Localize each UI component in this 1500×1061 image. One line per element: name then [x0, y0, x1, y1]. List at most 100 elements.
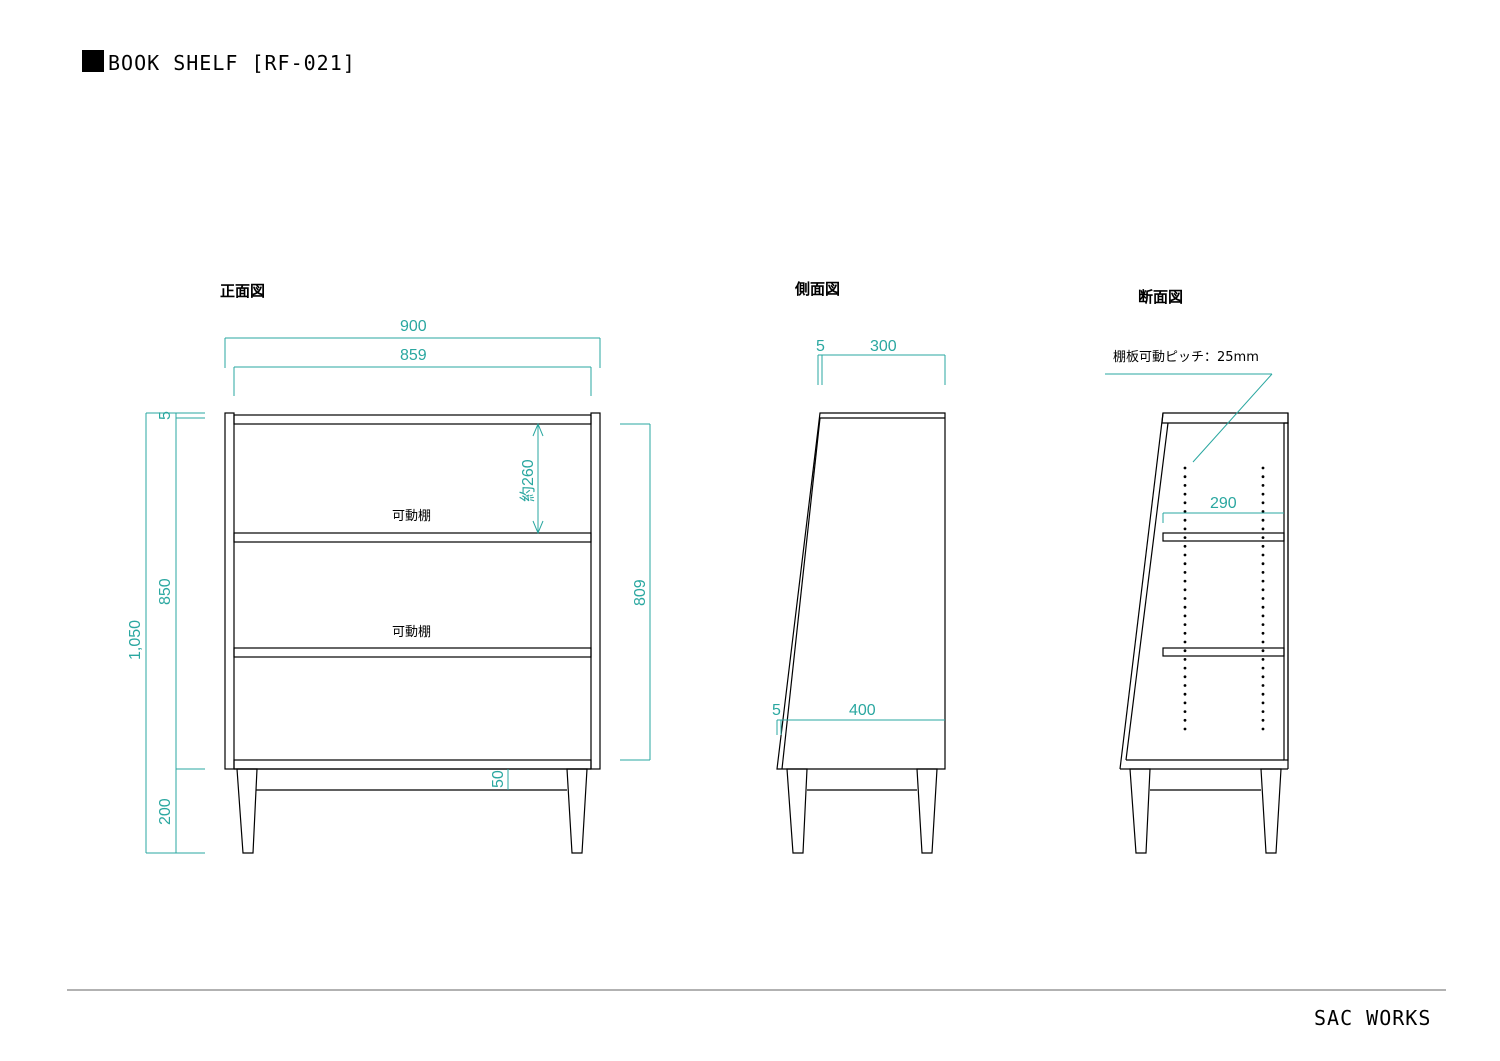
side-body	[776, 412, 946, 770]
pin-hole	[1183, 484, 1187, 487]
front-left-leg	[236, 768, 258, 854]
front-view: 可動棚 可動棚	[224, 412, 601, 854]
front-right-side-panel	[590, 412, 601, 770]
pin-hole	[1183, 605, 1187, 609]
pin-hole	[1261, 579, 1265, 583]
section-back-leg	[1260, 768, 1282, 854]
shelf-2-label: 可動棚	[392, 625, 431, 640]
pin-hole	[1261, 484, 1265, 487]
front-shelf-1	[233, 532, 592, 543]
pin-hole	[1261, 614, 1265, 618]
pin-hole	[1261, 475, 1265, 479]
dim-leg-height: 200	[157, 798, 174, 825]
pin-hole	[1261, 701, 1265, 705]
pin-hole	[1261, 658, 1265, 661]
pin-hole	[1261, 649, 1265, 653]
pin-hole	[1261, 727, 1265, 731]
dim-side-bottom-offset: 5	[772, 702, 781, 719]
dim-apron-height: 50	[490, 770, 507, 788]
pin-hole	[1261, 640, 1265, 644]
pin-hole	[1183, 692, 1187, 696]
section-front-outer	[1119, 412, 1164, 770]
side-view	[776, 412, 946, 854]
dim-side-top-offset: 5	[816, 338, 825, 355]
front-view-label: 正面図	[220, 282, 265, 300]
pin-hole	[1261, 631, 1265, 635]
front-dimensions: 900 859 5 1,050 850 200 809 約260 50	[127, 318, 651, 854]
pin-hole	[1183, 501, 1187, 505]
pin-hole	[1261, 536, 1265, 539]
front-left-side-panel	[224, 412, 235, 770]
pin-hole	[1261, 501, 1265, 505]
pin-hole	[1183, 649, 1187, 653]
dim-overall-width: 900	[400, 318, 427, 335]
dim-inner-width: 859	[400, 347, 427, 364]
pin-hole	[1261, 623, 1265, 626]
pin-hole	[1261, 544, 1265, 548]
section-shelf-2	[1162, 647, 1285, 657]
pin-hole	[1183, 527, 1187, 531]
pin-hole	[1183, 544, 1187, 548]
pin-hole	[1261, 605, 1265, 609]
pin-hole	[1183, 518, 1187, 522]
pin-hole	[1261, 718, 1265, 722]
pin-hole	[1183, 675, 1187, 679]
section-front-inner	[1125, 422, 1169, 761]
section-view-label: 断面図	[1138, 288, 1183, 306]
footer-company: SAC WORKS	[1314, 1006, 1431, 1030]
pin-hole	[1261, 684, 1265, 687]
pin-hole	[1183, 562, 1187, 566]
front-bottom-panel	[233, 759, 592, 770]
pitch-note: 棚板可動ピッチ：25mm	[1113, 350, 1259, 365]
pin-hole	[1183, 475, 1187, 479]
pin-hole	[1183, 710, 1187, 713]
section-dimensions: 290 棚板可動ピッチ：25mm	[1105, 350, 1284, 523]
pin-hole	[1261, 571, 1265, 574]
pin-hole	[1183, 492, 1187, 496]
dim-top-thickness: 5	[157, 411, 174, 420]
side-front-leg	[786, 768, 808, 854]
pin-hole	[1183, 701, 1187, 705]
side-slope-inner	[781, 417, 821, 770]
pin-hole	[1261, 466, 1265, 470]
filled-square-icon	[82, 50, 104, 72]
side-view-label: 側面図	[794, 280, 840, 298]
pin-hole	[1183, 614, 1187, 618]
dim-side-top-depth: 300	[870, 338, 897, 355]
pin-hole	[1183, 553, 1187, 557]
pin-hole	[1183, 658, 1187, 661]
dim-section-shelf-depth: 290	[1210, 495, 1237, 512]
front-shelf-2	[233, 647, 592, 658]
pin-hole	[1183, 579, 1187, 583]
dim-body-height: 850	[157, 578, 174, 605]
dim-total-height: 1,050	[127, 620, 144, 660]
pin-hole	[1183, 588, 1187, 592]
pin-hole	[1183, 623, 1187, 626]
pin-hole	[1261, 527, 1265, 531]
pin-hole	[1261, 518, 1265, 522]
pin-hole	[1261, 692, 1265, 696]
pin-hole	[1183, 510, 1187, 513]
dim-side-bottom-depth: 400	[849, 702, 876, 719]
side-dimensions: 5 300 5 400	[772, 338, 946, 735]
shelf-pin-holes	[1183, 466, 1265, 731]
pin-hole	[1261, 675, 1265, 679]
dim-inner-height: 809	[632, 579, 649, 606]
pin-hole	[1261, 553, 1265, 557]
side-back-leg	[916, 768, 938, 854]
section-view	[1119, 412, 1289, 854]
pin-hole	[1261, 666, 1265, 670]
pin-hole	[1183, 666, 1187, 670]
pin-hole	[1261, 710, 1265, 713]
pin-hole	[1183, 466, 1187, 470]
pin-hole	[1261, 588, 1265, 592]
pin-hole	[1183, 631, 1187, 635]
pin-hole	[1183, 597, 1187, 600]
section-shelf-1	[1162, 532, 1285, 542]
front-top-panel	[233, 414, 592, 425]
pin-hole	[1183, 718, 1187, 722]
pin-hole	[1261, 510, 1265, 513]
front-right-leg	[566, 768, 588, 854]
pin-hole	[1183, 640, 1187, 644]
